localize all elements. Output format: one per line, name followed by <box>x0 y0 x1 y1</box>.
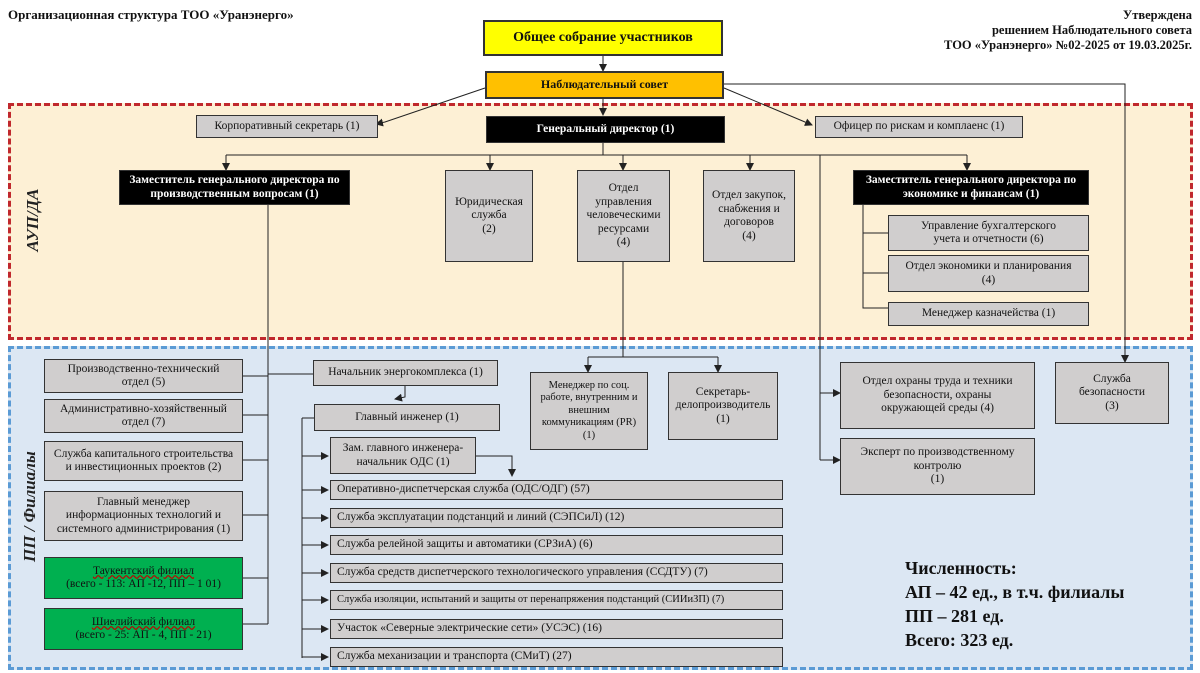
page-title: Организационная структура ТОО «Уранэнерг… <box>8 7 294 22</box>
headcount-line: АП – 42 ед., в т.ч. филиалы <box>905 582 1125 602</box>
deputy-chief-line: Зам. главного инженера- <box>342 442 464 454</box>
secretary-line: Секретарь- <box>695 385 751 398</box>
procurement-line: договоров <box>724 216 774 228</box>
prod-tech-department-box[interactable]: Производственно-технический отдел (5) <box>44 359 243 393</box>
admin-line: Административно-хозяйственный <box>60 402 227 415</box>
safety-department-box[interactable]: Отдел охраны труда и техники безопасност… <box>840 362 1035 429</box>
risk-officer-box[interactable]: Офицер по рискам и комплаенс (1) <box>815 116 1023 138</box>
service-box-siiizp[interactable]: Служба изоляции, испытаний и защиты от п… <box>330 590 783 610</box>
security-service-box[interactable]: Служба безопасности (3) <box>1055 362 1169 424</box>
headcount-summary: Численность: АП – 42 ед., в т.ч. филиалы… <box>905 556 1124 652</box>
branch-name: Шиелийский филиал <box>91 615 196 628</box>
approval-line: Утверждена <box>1123 8 1192 22</box>
branch-detail: (всего - 113: АП -12, ПП – 1 01) <box>66 578 221 590</box>
service-box-ssdtu[interactable]: Служба средств диспетчерского технологич… <box>330 563 783 583</box>
pr-line: (1) <box>582 429 596 441</box>
hr-line: ресурсами <box>597 222 650 235</box>
headcount-line: ПП – 281 ед. <box>905 606 1004 626</box>
admin-line: отдел (7) <box>121 416 166 428</box>
prod-tech-line: Производственно-технический <box>67 362 220 375</box>
hr-line: (4) <box>616 236 631 249</box>
economics-department-box[interactable]: Отдел экономики и планирования (4) <box>888 255 1089 292</box>
corporate-secretary-box[interactable]: Корпоративный секретарь (1) <box>196 115 378 138</box>
control-expert-line: (1) <box>930 473 945 486</box>
supervisory-board-box[interactable]: Наблюдательный совет <box>485 71 724 99</box>
general-assembly-box[interactable]: Общее собрание участников <box>483 20 723 56</box>
procurement-line: (4) <box>742 229 756 242</box>
safety-line: Отдел охраны труда и техники <box>862 375 1013 388</box>
deputy-chief-engineer-box[interactable]: Зам. главного инженера- начальник ОДС (1… <box>330 437 476 474</box>
energy-complex-head-box[interactable]: Начальник энергокомплекса (1) <box>313 360 498 386</box>
capital-construction-box[interactable]: Служба капитального строительства и инве… <box>44 441 243 481</box>
approval-line: ТОО «Уранэнерго» №02-2025 от 19.03.2025г… <box>944 38 1192 52</box>
control-expert-line: Эксперт по производственному <box>860 446 1015 459</box>
capital-line: и инвестиционных проектов (2) <box>65 461 222 473</box>
security-line: (3) <box>1105 399 1119 412</box>
safety-line: безопасности, охраны <box>883 388 992 401</box>
hr-line: управления <box>595 195 652 208</box>
approval-line: решением Наблюдательного совета <box>991 23 1192 37</box>
branch-detail: (всего - 25: АП - 4, ПП - 21) <box>75 629 212 641</box>
headcount-line: Всего: 323 ед. <box>905 630 1014 650</box>
legal-line: Юридическая <box>455 195 523 208</box>
ceo-box[interactable]: Генеральный директор (1) <box>486 116 725 143</box>
security-line: Служба <box>1093 372 1131 385</box>
procurement-department-box[interactable]: Отдел закупок, снабжения и договоров (4) <box>703 170 795 262</box>
service-box-ods[interactable]: Оперативно-диспетчерская служба (ОДС/ОДГ… <box>330 480 783 500</box>
pr-manager-box[interactable]: Менеджер по соц. работе, внутренним и вн… <box>530 372 648 450</box>
it-line: Главный менеджер <box>97 495 190 508</box>
pr-line: коммуникациям (PR) <box>541 417 637 429</box>
procurement-line: снабжения и <box>718 202 780 215</box>
headcount-line: Численность: <box>905 558 1017 578</box>
pr-line: работе, внутренним и <box>540 392 638 404</box>
service-box-sepsil[interactable]: Служба эксплуатации подстанций и линий (… <box>330 508 783 528</box>
legal-line: (2) <box>482 222 496 235</box>
service-box-smit[interactable]: Служба механизации и транспорта (СМиТ) (… <box>330 647 783 667</box>
it-line: системного администрирования (1) <box>56 522 231 535</box>
legal-service-box[interactable]: Юридическая служба (2) <box>445 170 533 262</box>
security-line: безопасности <box>1078 386 1145 399</box>
chief-engineer-box[interactable]: Главный инженер (1) <box>314 404 500 431</box>
hr-line: человеческими <box>586 209 661 222</box>
accounting-line: Управление бухгалтерского <box>920 219 1057 232</box>
it-manager-box[interactable]: Главный менеджер информационных технолог… <box>44 491 243 541</box>
admin-department-box[interactable]: Административно-хозяйственный отдел (7) <box>44 399 243 433</box>
secretary-line: (1) <box>716 412 730 425</box>
it-line: информационных технологий и <box>65 509 222 522</box>
service-box-uses[interactable]: Участок «Северные электрические сети» (У… <box>330 619 783 639</box>
deputy-chief-line: начальник ОДС (1) <box>356 455 450 468</box>
branch-name: Таукентский филиал <box>92 564 195 577</box>
accounting-line: учета и отчетности (6) <box>933 233 1044 245</box>
production-control-expert-box[interactable]: Эксперт по производственному контролю (1… <box>840 438 1035 495</box>
tauken-branch-box[interactable]: Таукентский филиал (всего - 113: АП -12,… <box>44 557 243 599</box>
service-box-srzia[interactable]: Служба релейной защиты и автоматики (СРЗ… <box>330 535 783 555</box>
economics-line: (4) <box>981 273 996 286</box>
economics-line: Отдел экономики и планирования <box>905 260 1072 272</box>
prod-tech-line: отдел (5) <box>121 376 166 388</box>
pr-line: внешним <box>568 404 610 416</box>
capital-line: Служба капитального строительства <box>53 447 234 460</box>
procurement-line: Отдел закупок, <box>712 189 786 201</box>
secretary-box[interactable]: Секретарь- делопроизводитель (1) <box>668 372 778 440</box>
approval-stamp: Утверждена решением Наблюдательного сове… <box>944 8 1192 53</box>
treasury-manager-box[interactable]: Менеджер казначейства (1) <box>888 302 1089 326</box>
legal-line: служба <box>471 209 507 222</box>
deputy-director-finance-box[interactable]: Заместитель генерального директора по эк… <box>853 170 1089 205</box>
shieli-branch-box[interactable]: Шиелийский филиал (всего - 25: АП - 4, П… <box>44 608 243 650</box>
control-expert-line: контролю <box>913 459 962 472</box>
hr-department-box[interactable]: Отдел управления человеческими ресурсами… <box>577 170 670 262</box>
pr-line: Менеджер по соц. <box>548 379 630 391</box>
safety-line: окружающей среды (4) <box>881 402 994 415</box>
secretary-line: делопроизводитель <box>675 399 771 412</box>
hr-line: Отдел <box>608 182 639 195</box>
accounting-department-box[interactable]: Управление бухгалтерского учета и отчетн… <box>888 215 1089 251</box>
deputy-director-production-box[interactable]: Заместитель генерального директора по пр… <box>119 170 350 205</box>
